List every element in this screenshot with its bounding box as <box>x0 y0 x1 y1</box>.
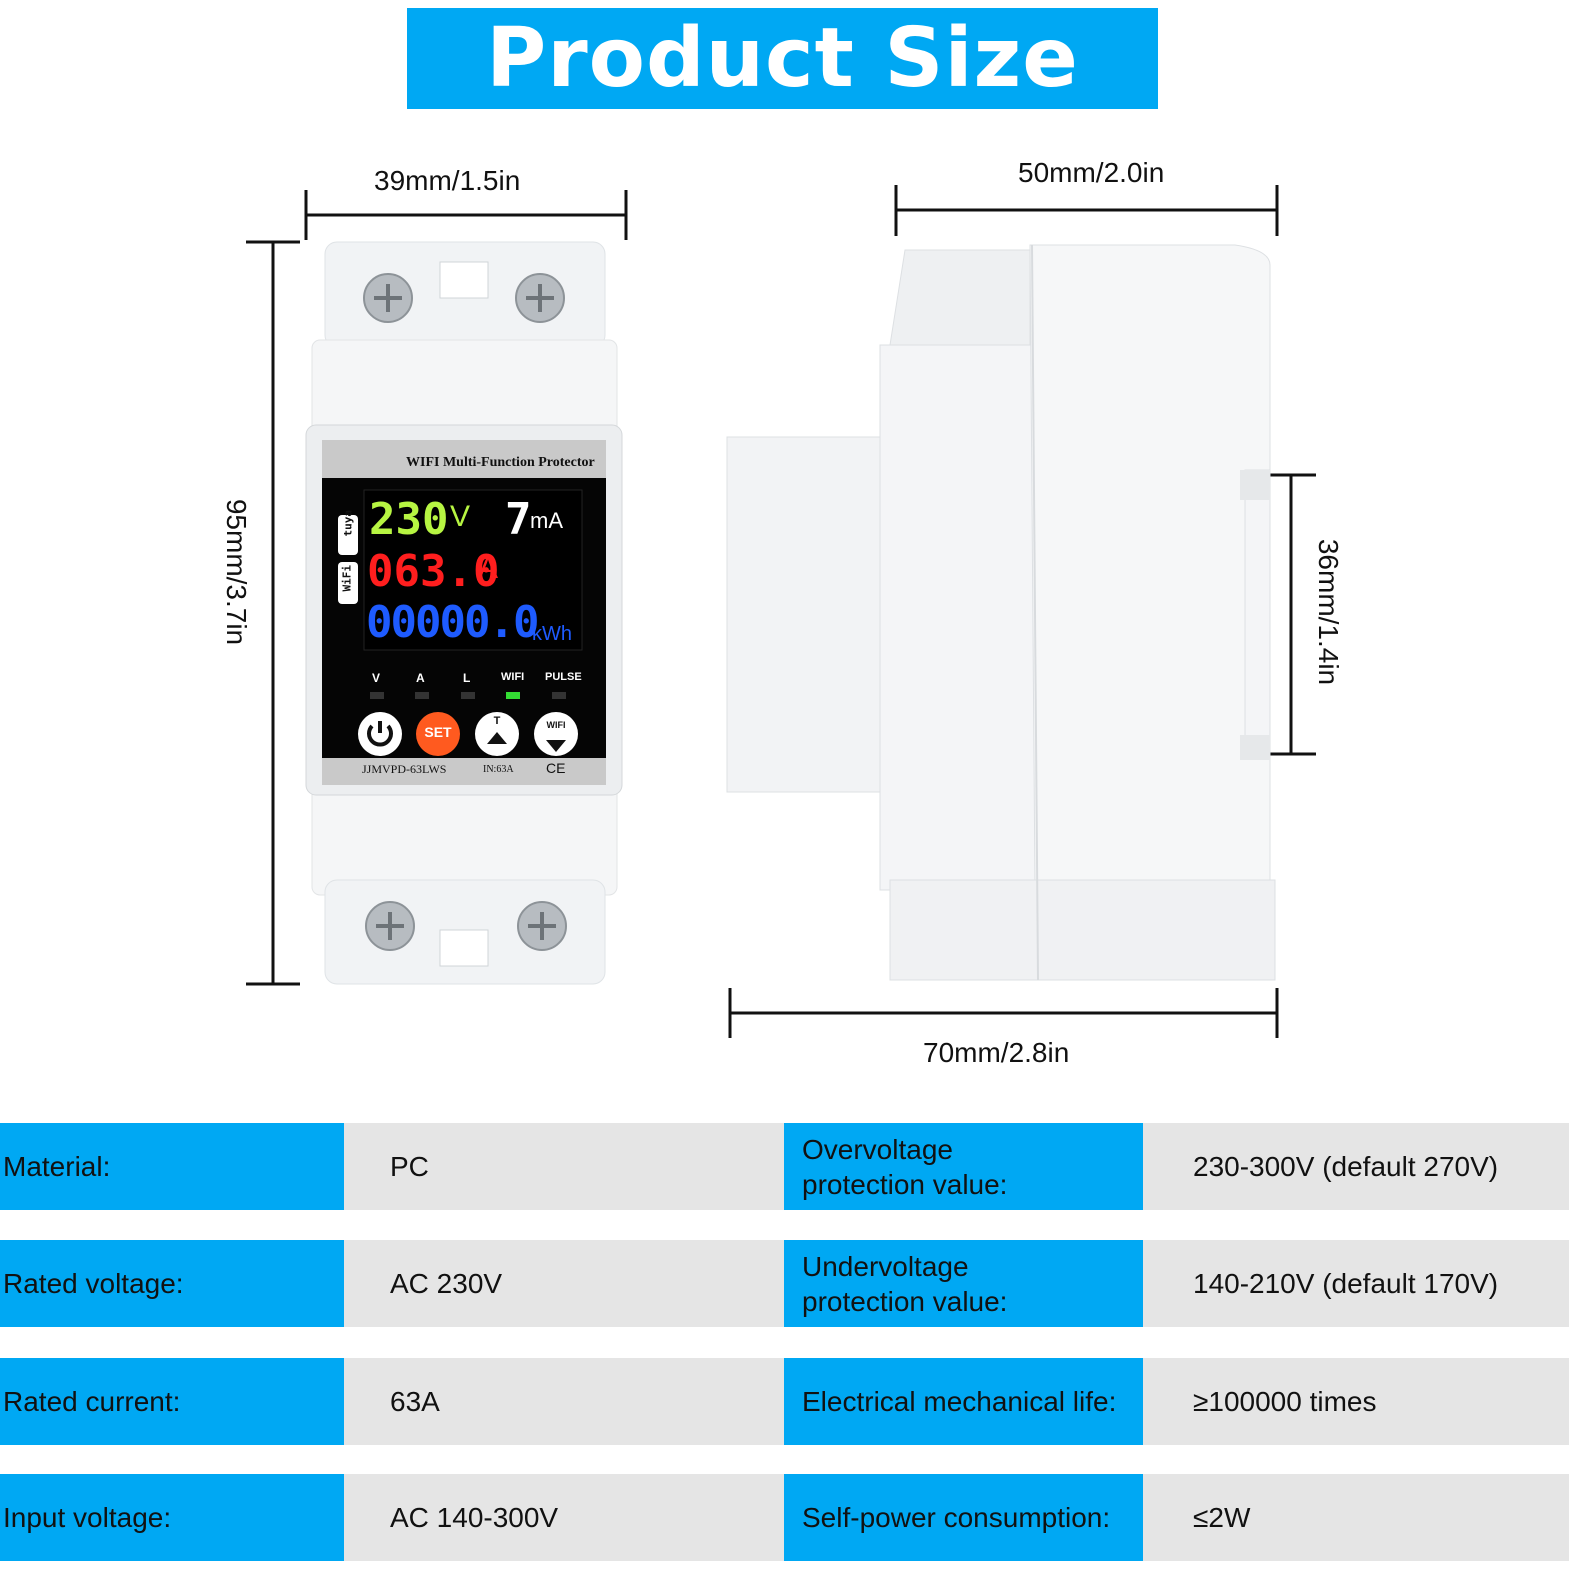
spec-label: Rated current: <box>0 1358 344 1445</box>
spec-label: Material: <box>0 1123 344 1210</box>
side-depth-bottom-label: 70mm/2.8in <box>923 1037 1070 1068</box>
power-button <box>358 712 402 756</box>
spec-row: Input voltage: AC 140-300V Self-power co… <box>0 1474 1569 1561</box>
spec-value-2: ≤2W <box>1143 1474 1569 1561</box>
current-unit: A <box>478 552 499 585</box>
leak-value: 7 <box>505 494 532 545</box>
indicator-pulse: PULSE <box>545 671 582 683</box>
indicator-leds <box>370 692 566 699</box>
side-depth-top-label: 50mm/2.0in <box>1018 157 1165 188</box>
side-device <box>726 244 1276 981</box>
model-label: JJMVPD-63LWS <box>362 762 447 776</box>
spec-value-2: 140-210V (default 170V) <box>1143 1240 1569 1327</box>
spec-label-2: Self-power consumption: <box>784 1474 1143 1561</box>
spec-value: 63A <box>344 1358 784 1445</box>
spec-value-2: ≥100000 times <box>1143 1358 1569 1445</box>
voltage-value: 230 <box>369 494 449 545</box>
tuya-logo: tuya <box>341 510 355 537</box>
spec-value: PC <box>344 1123 784 1210</box>
indicator-l: L <box>463 671 471 685</box>
spec-label-2: Electrical mechanical life: <box>784 1358 1143 1445</box>
dimension-lines <box>246 185 1316 1038</box>
indicator-wifi: WIFI <box>501 671 525 683</box>
spec-value-2: 230-300V (default 270V) <box>1143 1123 1569 1210</box>
device-header: WIFI Multi-Function Protector <box>406 455 595 470</box>
spec-value: AC 230V <box>344 1240 784 1327</box>
energy-unit: kWh <box>532 623 572 645</box>
set-button <box>416 712 460 756</box>
triangle-up-icon <box>487 732 507 744</box>
voltage-unit: V <box>450 500 471 533</box>
spec-label: Input voltage: <box>0 1474 344 1561</box>
front-width-label: 39mm/1.5in <box>374 165 521 196</box>
leak-unit: mA <box>530 508 563 533</box>
spec-value: AC 140-300V <box>344 1474 784 1561</box>
energy-value: 00000.0 <box>366 597 539 648</box>
spec-row: Rated current: 63A Electrical mechanical… <box>0 1358 1569 1445</box>
indicator-a: A <box>416 671 425 685</box>
t-button-label: T <box>493 715 501 727</box>
title-banner: Product Size <box>407 8 1158 109</box>
wifi-button-label: WIFI <box>546 720 566 730</box>
spec-label: Rated voltage: <box>0 1240 344 1327</box>
ce-mark: CE <box>546 760 566 776</box>
set-button-label: SET <box>424 724 452 740</box>
product-diagram <box>246 185 1316 1038</box>
wifi-button <box>534 712 578 756</box>
rating-label: IN:63A <box>483 764 514 775</box>
front-device <box>305 241 623 985</box>
power-icon <box>367 721 393 747</box>
indicator-v: V <box>372 671 381 685</box>
triangle-down-icon <box>546 740 566 752</box>
current-value: 063.0 <box>367 546 500 597</box>
wifi-logo: WiFi <box>340 565 354 592</box>
